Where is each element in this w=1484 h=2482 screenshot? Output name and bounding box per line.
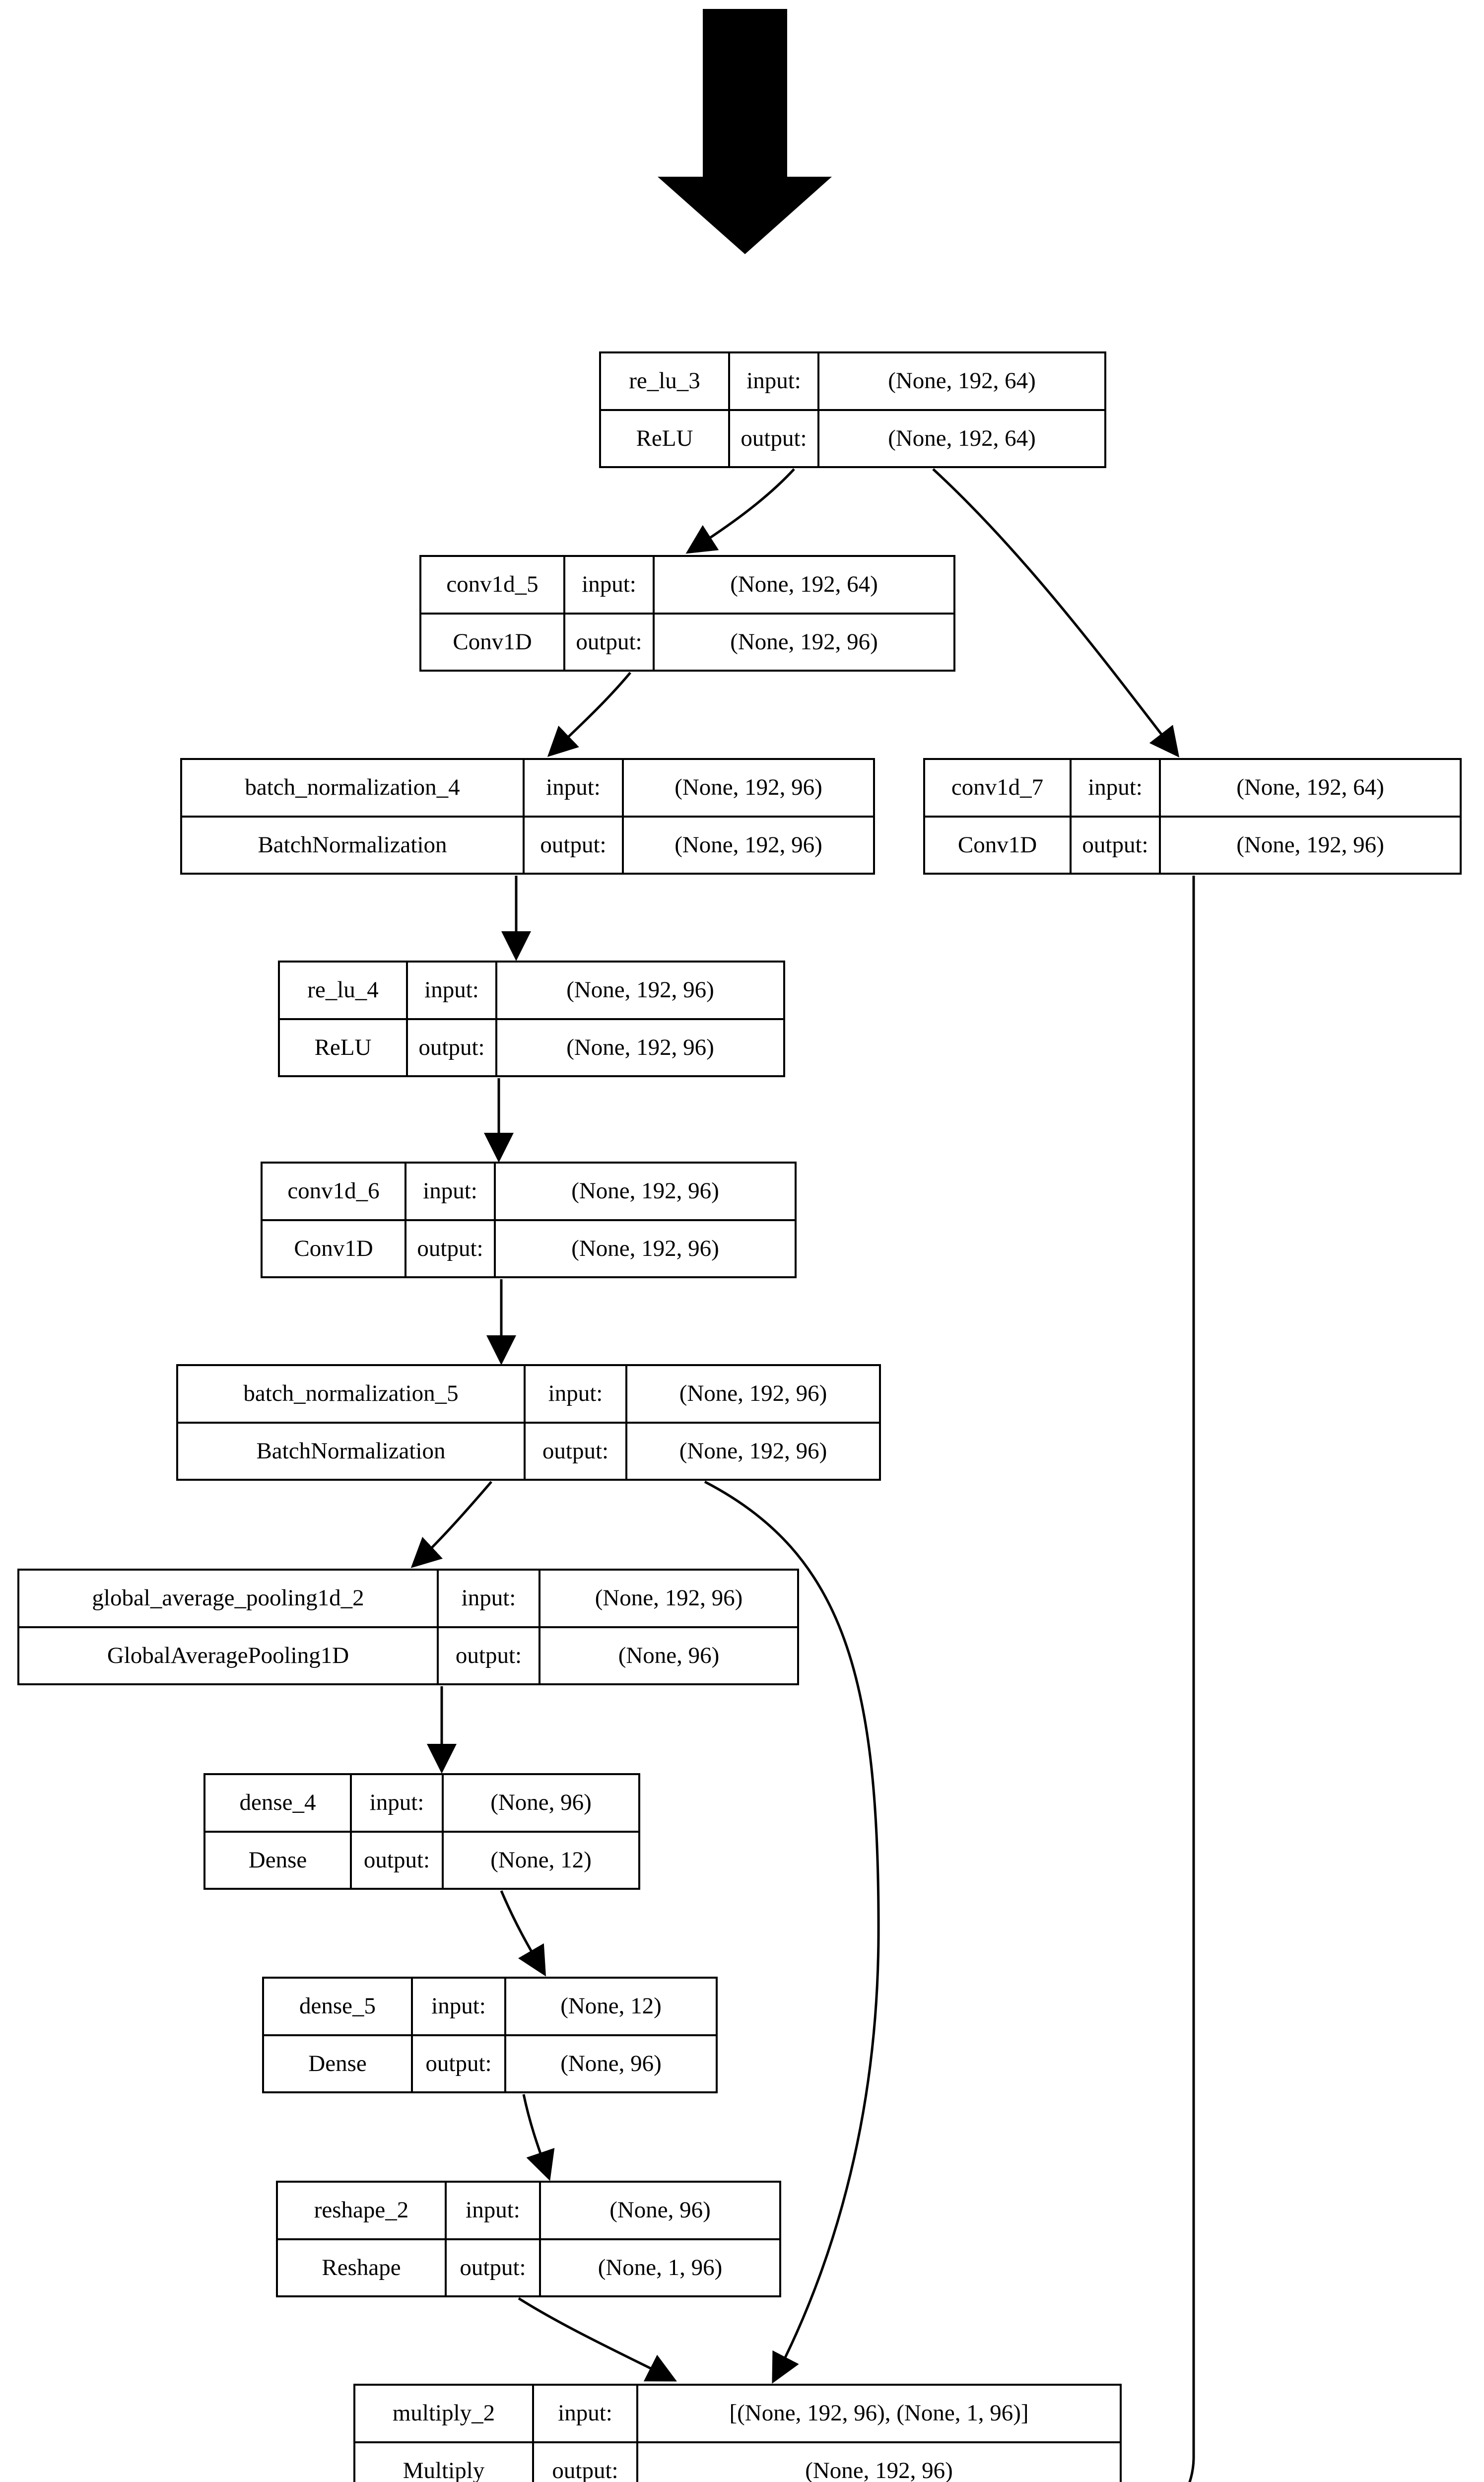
input-shape: (None, 192, 96) [566, 977, 714, 1003]
output-shape: (None, 192, 96) [675, 831, 822, 858]
node-label: re_lu_4 [280, 963, 408, 1018]
input-label: input: [1072, 760, 1161, 816]
node-batch_normalization_5[interactable]: batch_normalization_5 input: (None, 192,… [176, 1364, 881, 1481]
input-shape: (None, 96) [609, 2197, 711, 2223]
node-dense_5[interactable]: dense_5 input: (None, 12) Dense output: … [262, 1977, 718, 2093]
node-batch_normalization_4[interactable]: batch_normalization_4 input: (None, 192,… [180, 758, 875, 875]
input-label: input: [730, 353, 819, 409]
node-label: global_average_pooling1d_2 [19, 1571, 439, 1626]
output-shape: (None, 192, 96) [679, 1438, 827, 1464]
node-label: conv1d_5 [421, 557, 565, 613]
output-shape: (None, 192, 96) [1236, 831, 1384, 858]
output-label: output: [447, 2240, 541, 2295]
input-shape: (None, 192, 96) [595, 1585, 743, 1611]
edge-dense5-reshape2 [522, 2094, 555, 2181]
node-type: Multiply [355, 2443, 534, 2482]
node-conv1d_5[interactable]: conv1d_5 input: (None, 192, 64) Conv1D o… [419, 555, 955, 672]
output-label: output: [534, 2443, 638, 2482]
input-shape: (None, 192, 64) [1236, 774, 1384, 801]
node-type: ReLU [601, 411, 730, 466]
node-type: Conv1D [263, 1221, 406, 1276]
node-re_lu_3[interactable]: re_lu_3 input: (None, 192, 64) ReLU outp… [599, 351, 1106, 468]
node-re_lu_4[interactable]: re_lu_4 input: (None, 192, 96) ReLU outp… [278, 961, 785, 1077]
output-shape: (None, 192, 96) [571, 1235, 719, 1261]
node-reshape_2[interactable]: reshape_2 input: (None, 96) Reshape outp… [276, 2181, 781, 2297]
input-label: input: [439, 1571, 540, 1626]
output-label: output: [525, 817, 624, 873]
node-label: re_lu_3 [601, 353, 730, 409]
output-label: output: [406, 1221, 496, 1276]
node-dense_4[interactable]: dense_4 input: (None, 96) Dense output: … [203, 1773, 640, 1890]
node-label: multiply_2 [355, 2386, 534, 2441]
input-shape: [(None, 192, 96), (None, 1, 96)] [729, 2400, 1029, 2426]
input-shape: (None, 192, 96) [675, 774, 822, 801]
output-shape: (None, 1, 96) [598, 2254, 723, 2280]
output-shape: (None, 192, 64) [888, 425, 1036, 451]
input-label: input: [408, 963, 497, 1018]
edge-reshape2-multiply2 [518, 2297, 677, 2382]
node-type: Conv1D [421, 614, 565, 670]
node-type: BatchNormalization [178, 1423, 526, 1479]
input-label: input: [565, 557, 655, 613]
output-label: output: [730, 411, 819, 466]
node-type: BatchNormalization [182, 817, 525, 873]
output-shape: (None, 192, 96) [730, 628, 878, 655]
output-label: output: [408, 1020, 497, 1075]
output-label: output: [413, 2036, 506, 2091]
input-label: input: [526, 1366, 627, 1422]
output-shape: (None, 96) [560, 2050, 662, 2076]
node-label: batch_normalization_4 [182, 760, 525, 816]
entry-block-arrow-icon [658, 9, 832, 254]
input-label: input: [534, 2386, 638, 2441]
input-shape: (None, 192, 64) [888, 368, 1036, 394]
input-label: input: [525, 760, 624, 816]
edge-relu3-conv1d5 [685, 468, 795, 554]
input-shape: (None, 12) [560, 1993, 662, 2019]
node-label: conv1d_6 [263, 1164, 406, 1219]
node-type: Conv1D [925, 817, 1072, 873]
node-type: GlobalAveragePooling1D [19, 1628, 439, 1683]
node-label: reshape_2 [278, 2183, 447, 2238]
output-label: output: [565, 614, 655, 670]
node-label: dense_5 [264, 1979, 413, 2034]
input-shape: (None, 192, 96) [679, 1380, 827, 1407]
node-label: conv1d_7 [925, 760, 1072, 816]
input-shape: (None, 192, 64) [730, 571, 878, 598]
node-type: Dense [264, 2036, 413, 2091]
output-shape: (None, 192, 96) [566, 1034, 714, 1060]
node-label: dense_4 [205, 1775, 352, 1831]
node-conv1d_6[interactable]: conv1d_6 input: (None, 192, 96) Conv1D o… [261, 1162, 797, 1278]
output-label: output: [439, 1628, 540, 1683]
output-label: output: [1072, 817, 1161, 873]
edge-conv1d7-add2 [1188, 876, 1195, 2482]
edge-conv1d5-bn4 [547, 672, 631, 757]
node-type: Dense [205, 1832, 352, 1888]
input-shape: (None, 192, 96) [571, 1178, 719, 1204]
node-conv1d_7[interactable]: conv1d_7 input: (None, 192, 64) Conv1D o… [923, 758, 1462, 875]
node-label: batch_normalization_5 [178, 1366, 526, 1422]
input-label: input: [406, 1164, 496, 1219]
input-label: input: [352, 1775, 444, 1831]
node-type: Reshape [278, 2240, 447, 2295]
output-shape: (None, 192, 96) [805, 2457, 953, 2482]
edge-relu3-conv1d7 [932, 468, 1180, 758]
node-type: ReLU [280, 1020, 408, 1075]
node-multiply_2[interactable]: multiply_2 input: [(None, 192, 96), (Non… [353, 2384, 1122, 2482]
node-global_average_pooling1d_2[interactable]: global_average_pooling1d_2 input: (None,… [17, 1569, 799, 1685]
edge-dense4-dense5 [500, 1890, 546, 1977]
input-label: input: [413, 1979, 506, 2034]
output-shape: (None, 96) [618, 1642, 720, 1668]
input-shape: (None, 96) [490, 1790, 592, 1816]
edge-bn5-gap [410, 1481, 492, 1568]
output-label: output: [352, 1832, 444, 1888]
output-label: output: [526, 1423, 627, 1479]
input-label: input: [447, 2183, 541, 2238]
output-shape: (None, 12) [490, 1847, 592, 1873]
